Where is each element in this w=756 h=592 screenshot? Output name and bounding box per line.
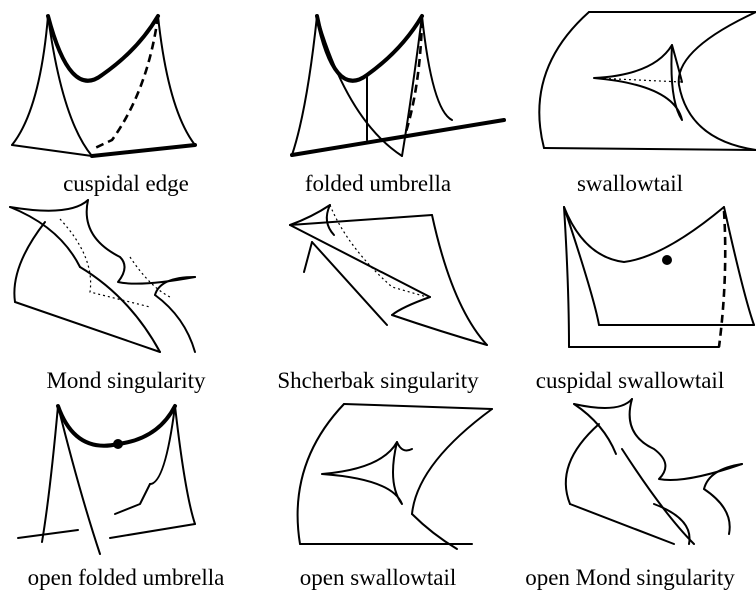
singular-point-dot <box>113 439 123 449</box>
swallowtail-drawing <box>538 11 756 151</box>
panel-swallowtail: swallowtail <box>504 0 756 197</box>
cuspidal-swallowtail-drawing <box>563 206 755 348</box>
shcherbak-singularity-drawing <box>289 204 488 346</box>
panel-cuspidal-edge: cuspidal edge <box>0 0 252 197</box>
caption-folded-umbrella: folded umbrella <box>304 171 452 196</box>
caption-open-swallowtail: open swallowtail <box>299 565 457 590</box>
caption-open-mond-singularity: open Mond singularity <box>525 565 735 590</box>
open-folded-umbrella-drawing <box>17 404 196 555</box>
panel-folded-umbrella: folded umbrella <box>252 0 506 197</box>
caption-open-folded-umbrella: open folded umbrella <box>27 565 225 590</box>
panel-shcherbak-singularity: Shcherbak singularity <box>252 197 504 394</box>
folded-umbrella-drawing <box>290 14 506 157</box>
panel-open-folded-umbrella: open folded umbrella <box>0 394 252 591</box>
panel-open-swallowtail: open swallowtail <box>252 394 504 591</box>
open-swallowtail-drawing <box>296 403 493 550</box>
mond-singularity-drawing <box>9 199 196 353</box>
panel-open-mond-singularity: open Mond singularity <box>504 394 756 591</box>
caption-cuspidal-edge: cuspidal edge <box>63 171 189 196</box>
caption-mond-singularity: Mond singularity <box>46 368 206 393</box>
singular-point-dot <box>662 255 672 265</box>
panel-cuspidal-swallowtail: cuspidal swallowtail <box>504 197 756 394</box>
caption-cuspidal-swallowtail: cuspidal swallowtail <box>535 368 725 393</box>
cuspidal-edge-drawing <box>11 14 197 158</box>
open-mond-singularity-drawing <box>564 398 743 545</box>
caption-swallowtail: swallowtail <box>576 171 684 196</box>
panel-mond-singularity: Mond singularity <box>0 197 252 394</box>
caption-shcherbak-singularity: Shcherbak singularity <box>277 368 479 393</box>
